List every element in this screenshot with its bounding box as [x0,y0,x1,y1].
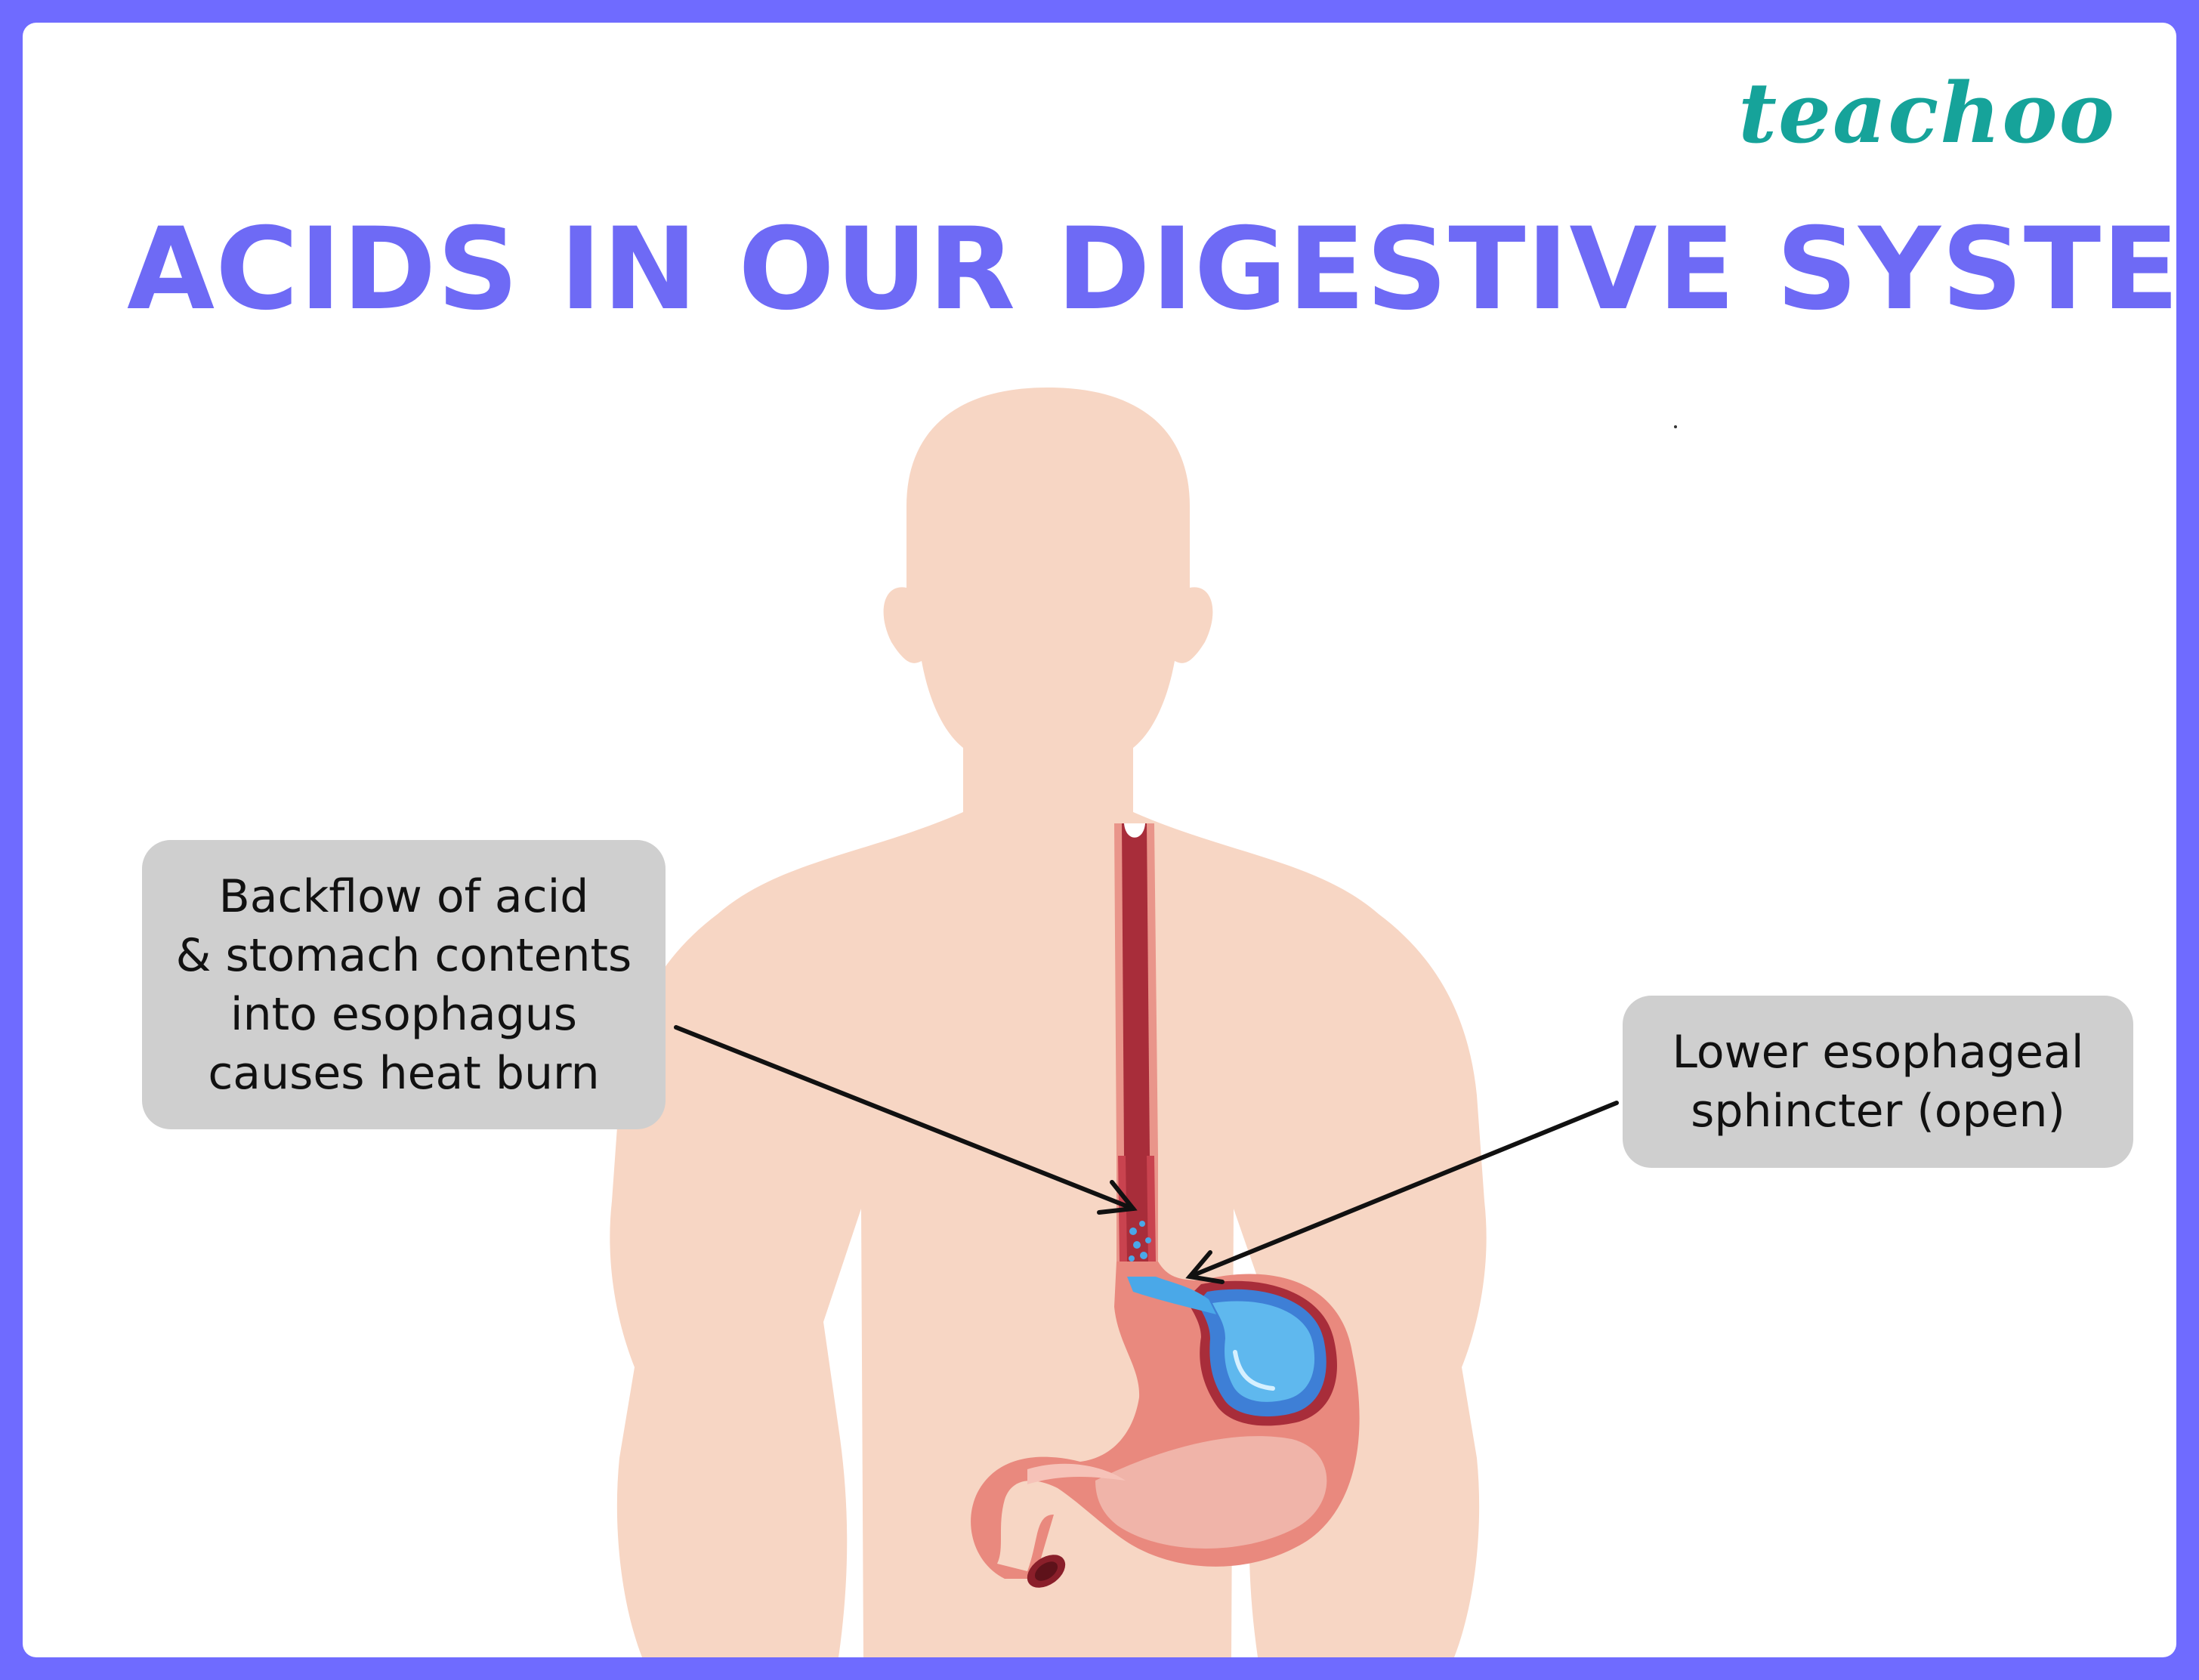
sphincter-label-line: Lower esophageal [1672,1026,2084,1079]
infographic-frame: teachoo ACIDS IN OUR DIGESTIVE SYSTEM [23,23,2176,1657]
backflow-label: Backflow of acid & stomach contents into… [142,840,666,1129]
sphincter-label-line: sphincter (open) [1691,1085,2065,1138]
sphincter-label: Lower esophageal sphincter (open) [1623,996,2133,1168]
stomach [971,1262,1360,1588]
page-title: ACIDS IN OUR DIGESTIVE SYSTEM [127,204,2176,335]
backflow-label-line: into esophagus [230,987,578,1041]
teachoo-logo: teachoo [1738,64,2116,162]
sphincter-arrow [1185,1101,1619,1284]
esophagus [1114,823,1158,1262]
backflow-label-line: Backflow of acid [218,869,589,923]
backflow-arrow [674,1025,1138,1215]
human-body-silhouette [610,388,1487,1657]
stray-dot [1674,425,1677,428]
backflow-label-line: causes heat burn [208,1046,600,1100]
backflow-label-line: & stomach contents [175,928,632,982]
anatomy-illustration [610,388,1677,1657]
